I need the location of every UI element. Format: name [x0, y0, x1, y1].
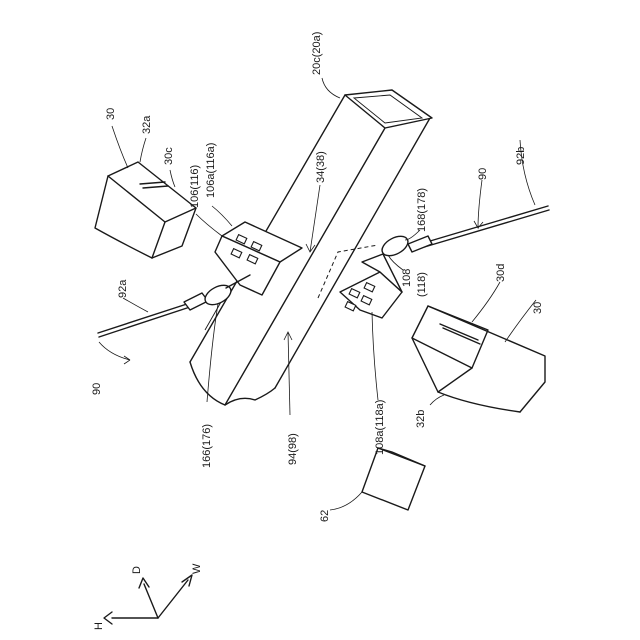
label-axis-d: D: [131, 566, 143, 574]
block-62: [362, 448, 425, 510]
label-axis-h: H: [93, 622, 105, 630]
label-panel-left-edge: 32a: [141, 115, 153, 134]
label-bracket-right: 108: [401, 269, 413, 287]
label-panel-right: 30: [532, 302, 544, 314]
label-fitting-left: 166(176): [201, 424, 213, 468]
label-panel-left: 30: [105, 108, 117, 120]
label-wire-left: 90: [91, 383, 103, 395]
right-wire: [379, 206, 549, 260]
label-wire-right: 90: [477, 168, 489, 180]
axis-indicator: [104, 575, 192, 624]
label-column-face: 34(38): [315, 151, 327, 183]
right-panel: [412, 306, 545, 412]
label-bracket-right-plate: 108a(118a): [374, 400, 386, 455]
face-arrows: [284, 185, 320, 415]
label-bracket-left-plate: 106a(116a): [205, 143, 217, 198]
left-bracket: [215, 222, 302, 295]
left-panel: [95, 162, 196, 258]
label-wire-right-end: 92b: [515, 147, 527, 165]
label-fitting-right: 168(178): [416, 188, 428, 232]
label-panel-right-edge: 32b: [415, 410, 427, 428]
label-axis-w: W: [191, 563, 203, 574]
label-bracket-right-alt: (118): [416, 272, 428, 297]
label-panel-left-slot: 30c: [163, 147, 175, 165]
label-bracket-left-top: 106(116): [189, 165, 201, 208]
label-column: 20c(20a): [311, 32, 323, 75]
label-panel-right-slot: 30d: [495, 264, 507, 282]
label-wire-left-end: 92a: [117, 279, 129, 298]
label-block: 62: [319, 510, 331, 522]
label-column-bottom: 94(98): [287, 433, 299, 465]
